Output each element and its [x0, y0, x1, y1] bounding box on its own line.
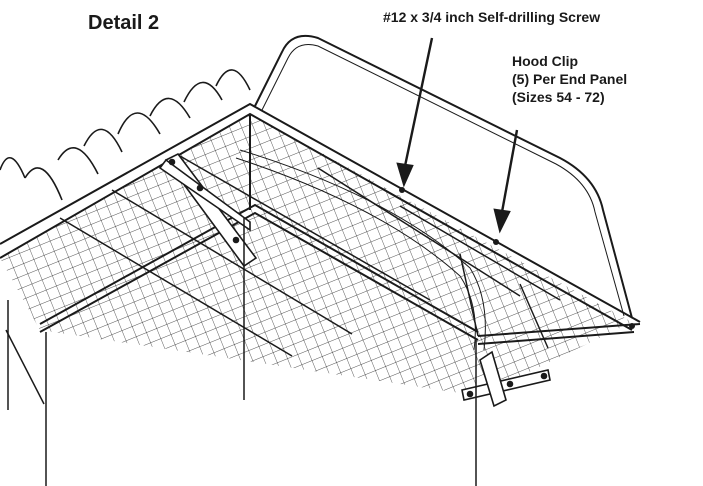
- screw-callout-label: #12 x 3/4 inch Self-drilling Screw: [383, 9, 601, 25]
- detail-title: Detail 2: [88, 12, 160, 34]
- hood-clip-callout-label: Hood Clip (5) Per End Panel (Sizes 54 - …: [512, 52, 627, 106]
- callout-arrows: [396, 37, 519, 234]
- roof-wire-mesh: [0, 114, 632, 396]
- roof-purlins: [59, 155, 561, 357]
- hood-corrugations: [0, 69, 251, 201]
- hood-end-panel-inner-edge: [261, 44, 625, 317]
- hood-clip-line-3: (Sizes 54 - 72): [512, 89, 605, 105]
- hood-clip-line-1: Hood Clip: [512, 53, 579, 69]
- left-brace: [158, 152, 258, 268]
- screw-points: [399, 187, 635, 329]
- panel-walls: [5, 218, 477, 486]
- hood-end-panel: [254, 34, 633, 319]
- right-brace: [461, 350, 551, 408]
- hood-clip-line-2: (5) Per End Panel: [512, 71, 628, 87]
- roof-frame: [0, 102, 641, 345]
- hoop-curves: [235, 149, 486, 351]
